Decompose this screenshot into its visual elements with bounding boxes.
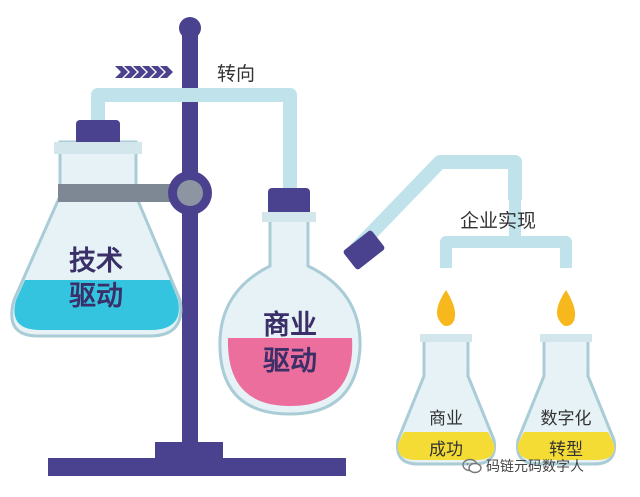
connector-tube-top xyxy=(91,88,297,200)
middle-flask-liquid xyxy=(227,338,353,406)
enterprise-label: 企业实现 xyxy=(460,210,536,232)
commerce-flask-rim xyxy=(420,334,472,342)
connector-tube-side xyxy=(349,155,522,255)
middle-flask-stopper xyxy=(268,188,310,218)
commerce-label-top: 商业 xyxy=(429,409,463,429)
digital-label-bottom: 转型 xyxy=(549,440,583,460)
split-tube xyxy=(440,200,572,268)
stand-base xyxy=(48,458,346,476)
clamp-joint-inner xyxy=(177,180,203,206)
commerce-flask xyxy=(395,334,497,466)
turn-label: 转向 xyxy=(217,63,255,85)
digital-flask-rim xyxy=(540,334,592,342)
stand-foot xyxy=(155,442,223,458)
middle-flask xyxy=(218,188,385,416)
tech-drive-label-1: 技术 xyxy=(69,246,123,277)
left-flask-liquid xyxy=(14,280,179,330)
middle-flask-neck-band xyxy=(262,212,316,222)
commerce-label-bottom: 成功 xyxy=(429,440,463,460)
wechat-icon xyxy=(462,458,482,474)
left-flame-icon xyxy=(437,290,456,326)
biz-drive-label-2: 驱动 xyxy=(263,346,317,377)
left-flask-neck-band xyxy=(54,142,142,154)
tech-drive-label-2: 驱动 xyxy=(69,281,123,312)
stand-rod xyxy=(182,32,198,444)
digital-flask xyxy=(515,334,617,466)
digital-label-top: 数字化 xyxy=(541,409,592,429)
left-flask-stopper xyxy=(76,120,120,146)
clamp-arm xyxy=(58,184,190,202)
watermark: 码链元码数字人 xyxy=(462,456,584,476)
biz-drive-label-1: 商业 xyxy=(263,310,317,341)
direction-arrow-icon xyxy=(115,66,173,78)
digital-flask-liquid xyxy=(517,432,615,460)
left-flask xyxy=(10,120,183,338)
right-flame-icon xyxy=(557,290,576,326)
stand-rod-top xyxy=(179,17,201,39)
commerce-flask-liquid xyxy=(397,432,495,460)
side-arm-stopper xyxy=(343,230,385,270)
watermark-text: 码链元码数字人 xyxy=(486,459,584,475)
